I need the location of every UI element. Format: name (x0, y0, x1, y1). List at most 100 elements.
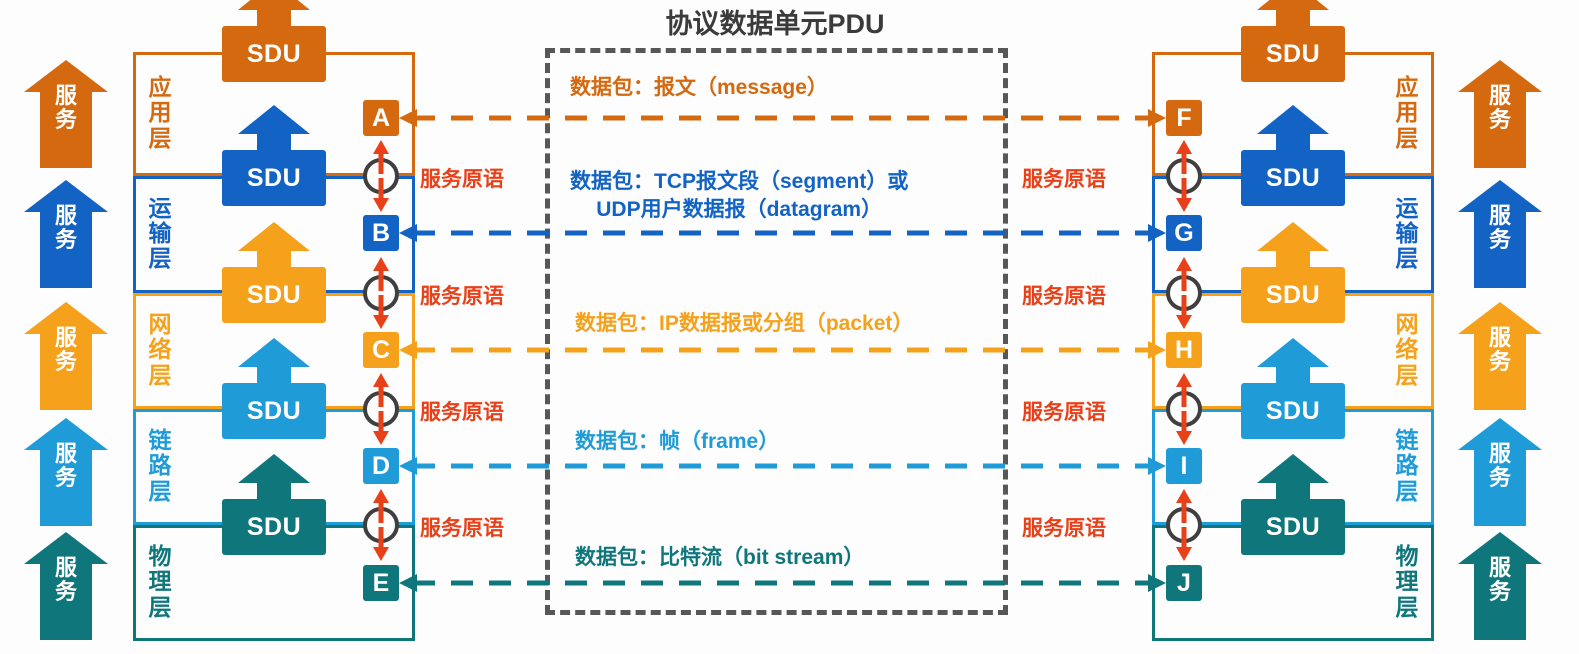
service-arrow-application-left: 服务 (22, 58, 110, 170)
up-arrow-icon (24, 302, 108, 410)
sap-badge-a: A (363, 100, 399, 136)
sap-badge-b: B (363, 215, 399, 251)
layer-label-char: 运 (1395, 194, 1419, 221)
layer-label-char: 络 (148, 336, 172, 363)
up-arrow-icon (1458, 60, 1542, 168)
service-arrow-application-right: 服务 (1456, 58, 1544, 170)
layer-label-char: 用 (148, 99, 172, 126)
layer-label-char: 网 (148, 311, 172, 337)
sdu-block-physical-left: SDU (222, 454, 326, 555)
service-primitive-label-right-3: 服务原语 (1022, 401, 1106, 424)
service-primitive-label-left-2: 服务原语 (420, 285, 504, 308)
bidirectional-arrow-icon (1176, 257, 1192, 329)
service-primitive-label-left-1: 服务原语 (420, 168, 504, 191)
bidirectional-arrow-icon (373, 257, 389, 329)
peer-link-application (399, 109, 1166, 127)
sdu-block-link-right: SDU (1241, 338, 1345, 439)
up-arrow-icon (24, 532, 108, 640)
up-arrow-icon (24, 60, 108, 168)
pdu-caption-physical: 数据包：比特流（bit stream） (575, 544, 864, 572)
pdu-caption-line: 数据包：比特流（bit stream） (575, 546, 865, 569)
layer-label-char: 层 (1395, 124, 1419, 151)
sap-badge-h: H (1166, 332, 1202, 368)
page-title: 协议数据单元PDU (665, 9, 885, 39)
layer-label-link-left: 链路层 (145, 427, 175, 504)
bidirectional-arrow-icon (1176, 140, 1192, 212)
sdu-block-physical-right: SDU (1241, 454, 1345, 555)
service-primitive-label-right-1: 服务原语 (1022, 168, 1106, 191)
service-arrow-transport-left: 服务 (22, 178, 110, 290)
layer-label-char: 用 (1395, 99, 1419, 126)
sdu-up-arrow-icon (1257, 338, 1329, 385)
pdu-dashed-box (545, 48, 1008, 615)
sdu-block-network-right: SDU (1241, 222, 1345, 323)
pdu-caption-line: UDP用户数据报（datagram） (596, 198, 883, 222)
layer-label-link-right: 链路层 (1392, 427, 1422, 504)
layer-label-char: 理 (148, 568, 172, 595)
layer-label-char: 运 (148, 194, 172, 221)
layer-label-network-left: 网络层 (145, 311, 175, 388)
pdu-caption-line: 数据包：TCP报文段（segment）或 (570, 170, 909, 193)
sap-badge-d: D (363, 448, 399, 484)
layer-label-application-left: 应用层 (145, 74, 175, 151)
service-arrow-transport-right: 服务 (1456, 178, 1544, 290)
layer-label-char: 输 (1395, 219, 1419, 246)
layer-label-char: 输 (148, 219, 172, 246)
service-primitive-label-right-2: 服务原语 (1022, 285, 1106, 308)
sdu-up-arrow-icon (1257, 222, 1329, 269)
sdu-block-transport-left: SDU (222, 105, 326, 206)
layer-label-char: 应 (1395, 74, 1419, 100)
pdu-caption-line: 数据包：帧（frame） (575, 430, 780, 453)
sdu-block-link-left: SDU (222, 338, 326, 439)
layer-label-char: 应 (148, 74, 172, 100)
bidirectional-arrow-icon (373, 140, 389, 212)
layer-label-physical-right: 物理层 (1392, 543, 1422, 620)
peer-link-transport (399, 224, 1166, 242)
sdu-block-transport-right: SDU (1241, 105, 1345, 206)
bidirectional-arrow-icon (373, 373, 389, 445)
layer-label-char: 链 (148, 427, 172, 453)
pdu-caption-line: 数据包：IP数据报或分组（packet） (575, 312, 914, 335)
layer-label-char: 层 (1395, 245, 1419, 272)
peer-link-link (399, 457, 1166, 475)
bidirectional-arrow-icon (1176, 489, 1192, 561)
layer-label-network-right: 网络层 (1392, 311, 1422, 388)
up-arrow-icon (1458, 302, 1542, 410)
layer-label-char: 层 (1395, 477, 1419, 504)
up-arrow-icon (24, 180, 108, 288)
sdu-block-application-right: SDU (1241, 0, 1345, 82)
sdu-block-application-left: SDU (222, 0, 326, 82)
peer-link-network (399, 341, 1166, 359)
sdu-up-arrow-icon (238, 0, 310, 28)
layer-label-char: 络 (1395, 336, 1419, 363)
sap-badge-g: G (1166, 215, 1202, 251)
layer-label-application-right: 应用层 (1392, 74, 1422, 151)
peer-link-physical (399, 574, 1166, 592)
pdu-caption-line: 数据包：报文（message） (570, 76, 828, 99)
layer-label-char: 物 (1395, 543, 1419, 569)
sdu-up-arrow-icon (238, 222, 310, 269)
layer-label-char: 层 (1395, 593, 1419, 620)
service-primitive-label-left-3: 服务原语 (420, 401, 504, 424)
layer-label-char: 层 (148, 245, 172, 272)
layer-label-char: 链 (1395, 427, 1419, 453)
sdu-up-arrow-icon (238, 454, 310, 501)
service-primitive-label-right-4: 服务原语 (1022, 517, 1106, 540)
service-primitive-label-left-4: 服务原语 (420, 517, 504, 540)
service-arrow-link-left: 服务 (22, 416, 110, 528)
sdu-up-arrow-icon (1257, 0, 1329, 28)
service-arrow-network-left: 服务 (22, 300, 110, 412)
sdu-up-arrow-icon (238, 105, 310, 152)
sdu-up-arrow-icon (1257, 105, 1329, 152)
sdu-block-network-left: SDU (222, 222, 326, 323)
up-arrow-icon (1458, 532, 1542, 640)
sap-badge-i: I (1166, 448, 1202, 484)
up-arrow-icon (24, 418, 108, 526)
layer-label-char: 层 (148, 593, 172, 620)
service-arrow-network-right: 服务 (1456, 300, 1544, 412)
layer-label-char: 路 (1395, 452, 1419, 479)
layer-label-char: 路 (148, 452, 172, 479)
layer-label-transport-left: 运输层 (145, 194, 175, 272)
layer-label-char: 层 (148, 477, 172, 504)
